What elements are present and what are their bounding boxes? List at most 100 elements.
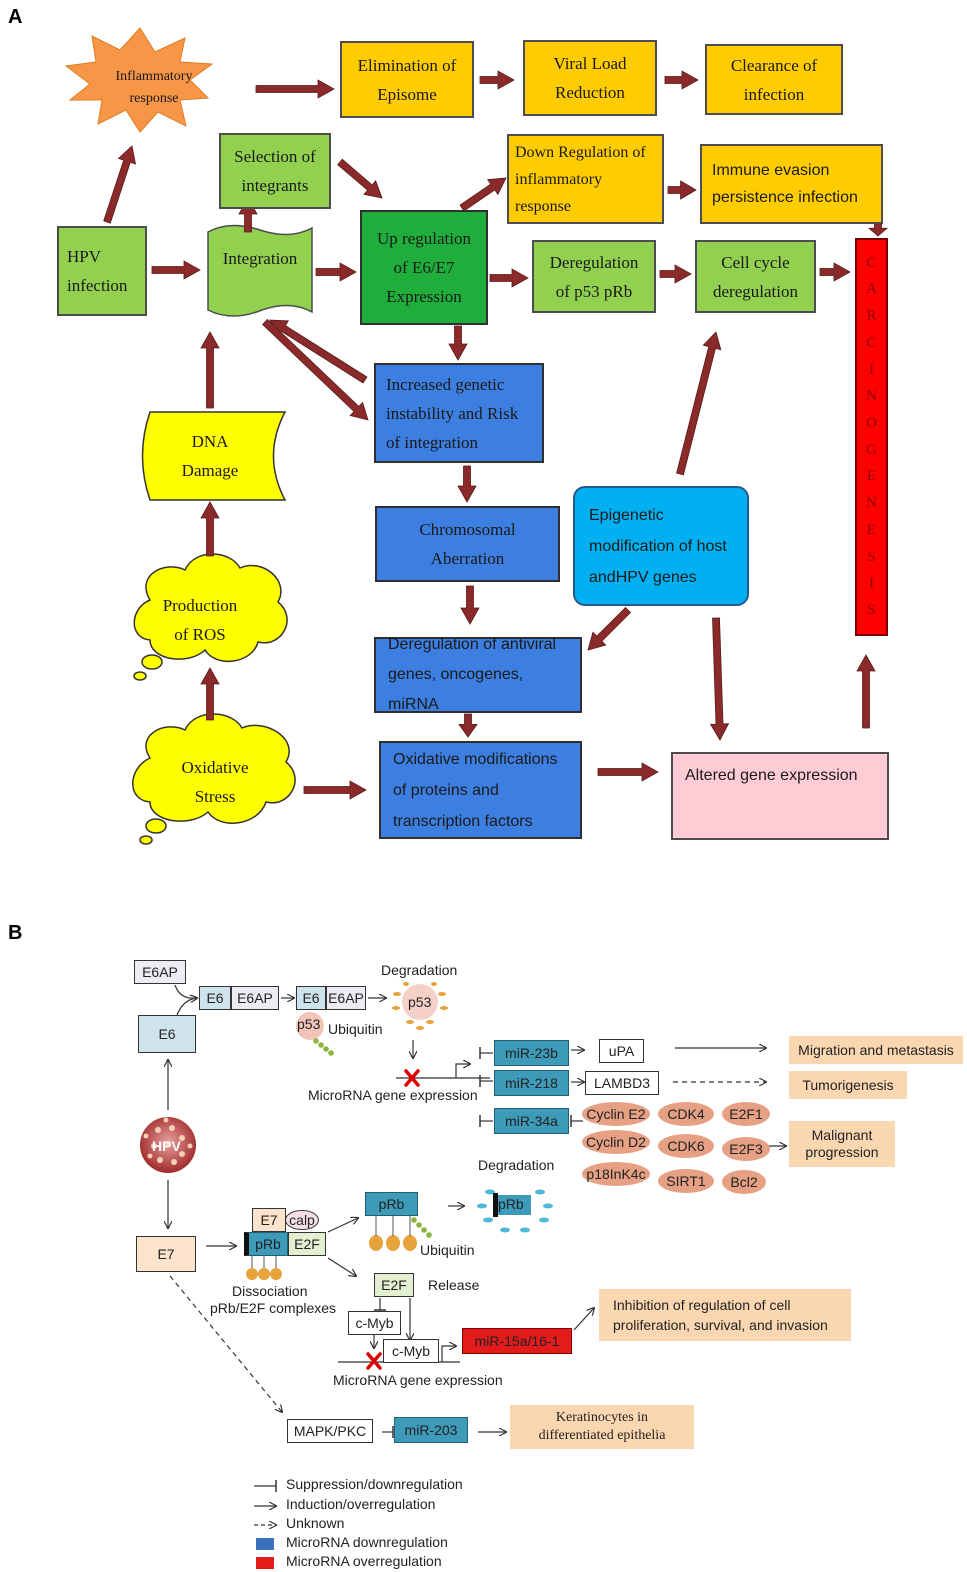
e6-box: E6 (138, 1015, 196, 1053)
legend-mirna-over: MicroRNA overregulation (286, 1553, 442, 1569)
carcinogenesis-letter: I (869, 361, 874, 378)
hpv-infection: HPV infection (57, 226, 147, 316)
p53-ubiquitin-icon (296, 1012, 334, 1056)
flow-arrow-1 (479, 70, 515, 90)
chromosomal-aberration: Chromosomal Aberration (375, 506, 560, 582)
flow-arrow-22 (587, 606, 632, 651)
mapk-pkc: MAPK/PKC (287, 1419, 373, 1443)
dna-damage: DNA Damage (181, 432, 239, 480)
dissociation-label: Dissociation (232, 1283, 308, 1299)
legend-swatch-over (256, 1557, 274, 1569)
down-regulation-inflammatory: Down Regulation of inflammatory response (507, 134, 664, 224)
ubiquitin-label-top: Ubiquitin (328, 1021, 383, 1037)
flow-arrow-17 (200, 331, 220, 409)
selection-of-integrants: Selection of integrants (219, 133, 331, 209)
malignant-progression: Malignant progression (789, 1121, 895, 1167)
prb-e2f-complexes-label: pRb/E2F complexes (210, 1300, 337, 1316)
carcinogenesis-letter: E (866, 468, 877, 485)
flow-arrow-19 (200, 501, 220, 557)
flow-arrow-0 (255, 79, 335, 99)
dissociation-icon (246, 1256, 282, 1280)
flow-arrow-13 (867, 221, 889, 237)
oval-p18ink4c: p18InK4c (582, 1162, 650, 1186)
flow-arrow-24 (200, 667, 220, 721)
ubiquitin-label-mid: Ubiquitin (420, 1242, 475, 1258)
oval-cyclin-e2: Cyclin E2 (582, 1102, 650, 1126)
oval-sirt1: SIRT1 (658, 1169, 714, 1193)
deregulation-p53-prb: Deregulation of p53 pRb (532, 240, 656, 313)
panel-a-label: A (8, 6, 23, 28)
hpv-virus-icon (140, 1117, 196, 1173)
flow-arrow-12 (667, 180, 697, 200)
legend-symbols (254, 1480, 276, 1525)
release-label: Release (428, 1277, 480, 1293)
inflammatory-starburst (64, 27, 214, 133)
prb-ubiquitin-icon (369, 1216, 432, 1251)
flow-arrow-23 (709, 617, 730, 741)
flow-arrow-5 (315, 262, 357, 282)
flow-arrow-20 (676, 331, 722, 476)
calp-oval: calp (285, 1210, 319, 1230)
mir-34a: miR-34a (494, 1108, 569, 1134)
dna-damage-shape (141, 411, 287, 501)
oxidative-stress-cloud (132, 713, 296, 845)
cell-cycle-deregulation: Cell cycle deregulation (695, 240, 816, 313)
legend-suppression: Suppression/downregulation (286, 1476, 463, 1492)
flow-arrow-14 (448, 325, 468, 361)
prb-box: pRb (365, 1192, 418, 1216)
oval-e2f3: E2F3 (722, 1137, 770, 1161)
flow-arrow-18 (457, 465, 477, 503)
panel-a-arrows (103, 70, 889, 800)
carcinogenesis-letter: C (866, 254, 877, 271)
flow-arrow-3 (103, 145, 137, 224)
p53-ub-label: p53 (297, 1016, 321, 1032)
carcinogenesis-letter: O (866, 415, 877, 432)
prb-degraded-label: pRb (498, 1196, 524, 1212)
legend-induction: Induction/overregulation (286, 1496, 436, 1512)
carcinogenesis-letter: E (866, 521, 877, 538)
flow-arrow-25 (458, 713, 478, 738)
carcinogenesis-letter: S (867, 548, 876, 565)
altered-gene-expression: Altered gene expression (671, 752, 889, 840)
ros-cloud (133, 553, 288, 681)
block-x-icon-2 (366, 1352, 382, 1370)
production-of-ros: Production of ROS (162, 596, 238, 644)
microrna-expression-label-1: MicroRNA gene expression (308, 1087, 478, 1103)
flow-arrow-6 (489, 268, 529, 288)
inflammatory-response-label: Inflammatory response (115, 69, 193, 106)
carcinogenesis-letter: S (867, 602, 876, 619)
e7-box: E7 (136, 1236, 196, 1272)
clearance-of-infection: Clearance of infection (705, 44, 843, 115)
immune-evasion: Immune evasion persistence infection (700, 144, 883, 224)
flow-arrow-16 (262, 318, 369, 421)
c-myb-box-1: c-Myb (348, 1311, 401, 1335)
carcinogenesis-letter: G (866, 441, 877, 458)
degradation-label-top: Degradation (381, 962, 458, 978)
keratinocytes: Keratinocytes in differentiated epitheli… (510, 1405, 694, 1449)
e6-complex-2-e6: E6 (296, 986, 326, 1010)
prb-degradation-icon (477, 1189, 553, 1233)
flow-arrow-2 (664, 70, 699, 90)
e6-complex-1-e6: E6 (199, 986, 231, 1010)
flow-arrow-11 (459, 177, 507, 212)
oxidative-modifications: Oxidative modifications of proteins and … (379, 741, 582, 839)
e6-complex-2-e6ap: E6AP (326, 986, 366, 1010)
e6-complex-1-e6ap: E6AP (231, 986, 279, 1010)
tumorigenesis: Tumorigenesis (789, 1071, 907, 1099)
carcinogenesis-letter: A (866, 281, 877, 298)
lambd3-box: LAMBD3 (585, 1071, 659, 1095)
e6ap-box: E6AP (134, 960, 186, 984)
mir-218: miR-218 (494, 1070, 569, 1096)
flow-arrow-4 (151, 260, 201, 280)
legend-swatch-down (256, 1538, 274, 1550)
mir-15a-16-1: miR-15a/16-1 (462, 1328, 572, 1354)
mir-203: miR-203 (394, 1417, 468, 1443)
flow-arrow-8 (819, 262, 851, 282)
epigenetic-modification: Epigenetic modification of host andHPV g… (573, 486, 749, 606)
carcinogenesis-letter: N (866, 495, 877, 512)
inhibition-regulation: Inhibition of regulation of cell prolife… (599, 1289, 851, 1341)
carcinogenesis-letter: I (869, 575, 874, 592)
flow-arrow-7 (659, 264, 692, 284)
